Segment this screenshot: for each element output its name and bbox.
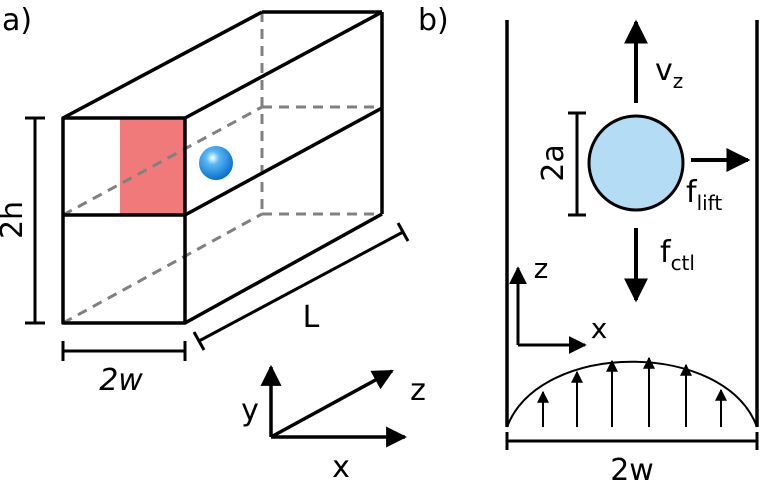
control-force-label: fctl bbox=[660, 235, 695, 275]
velocity-label: vz bbox=[655, 53, 683, 93]
channel-box bbox=[61, 10, 384, 325]
hidden-edges bbox=[62, 12, 382, 325]
channel-walls bbox=[505, 20, 759, 427]
profile-arrows bbox=[537, 356, 727, 427]
diameter-dimension bbox=[568, 111, 586, 217]
panel-a: a) 2h bbox=[0, 3, 426, 485]
panel-a-label: a) bbox=[2, 3, 32, 38]
height-label: 2h bbox=[0, 201, 30, 239]
axis-z-label: z bbox=[410, 373, 426, 408]
height-dimension bbox=[25, 116, 45, 325]
axis-x-label-b: x bbox=[591, 312, 608, 345]
length-label: L bbox=[303, 300, 320, 335]
axes-b bbox=[509, 266, 587, 354]
cross-section-region bbox=[120, 118, 185, 215]
sphere-particle bbox=[199, 146, 233, 180]
width-label-b: 2w bbox=[610, 453, 654, 487]
length-dimension bbox=[192, 222, 410, 351]
velocity-profile-curve bbox=[506, 360, 758, 428]
width-dimension-b bbox=[505, 432, 759, 450]
axis-x-label: x bbox=[332, 450, 350, 485]
lift-force-label: flift bbox=[686, 175, 722, 215]
panel-b: b) vz 2a flift fctl z x bbox=[418, 3, 759, 487]
axis-z-arrow bbox=[270, 369, 394, 439]
width-dimension bbox=[61, 341, 187, 361]
particle bbox=[587, 114, 685, 212]
axis-y-label: y bbox=[241, 393, 259, 428]
diameter-label: 2a bbox=[536, 144, 571, 181]
width-label: 2w bbox=[99, 363, 143, 398]
panel-b-label: b) bbox=[418, 3, 449, 38]
axes-a bbox=[260, 364, 408, 448]
axis-z-label-b: z bbox=[534, 252, 549, 285]
